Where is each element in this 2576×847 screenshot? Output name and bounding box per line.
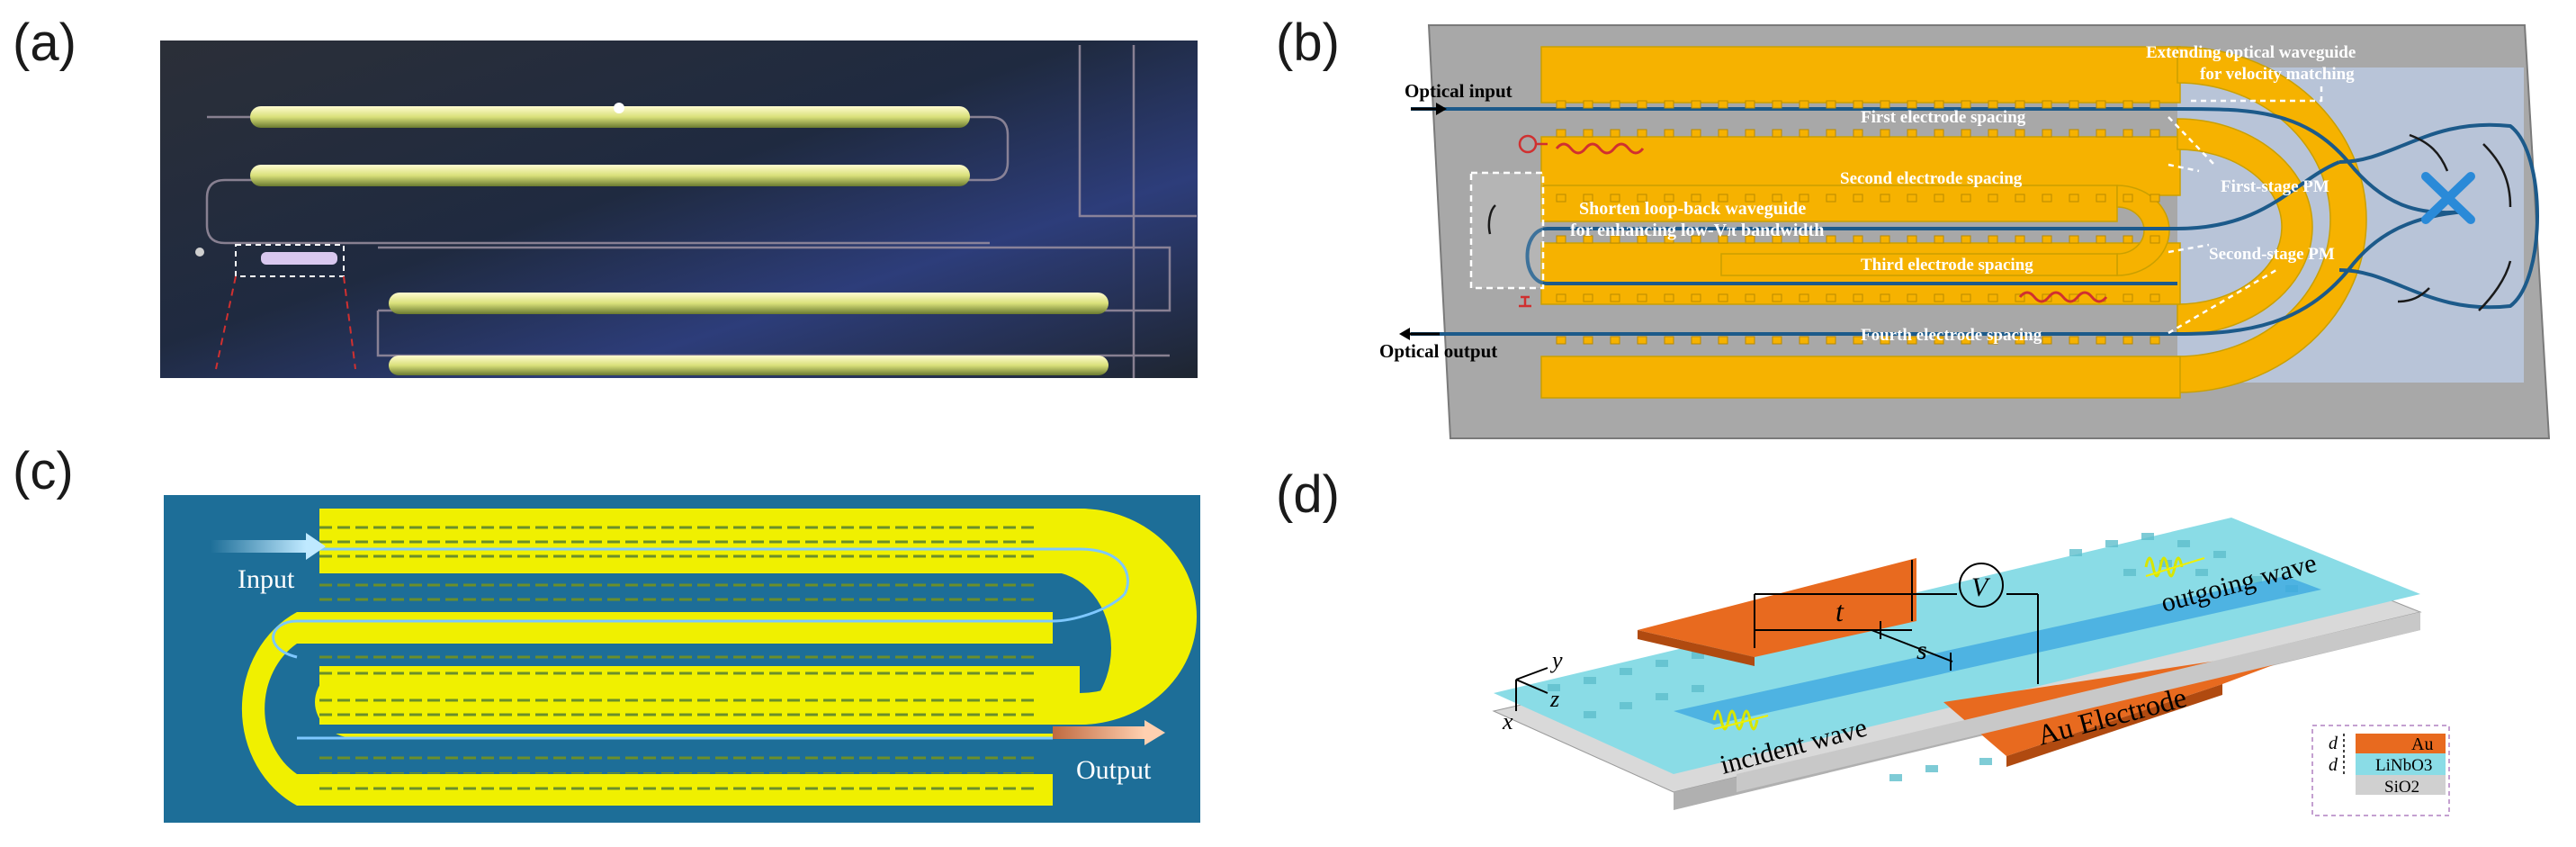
optical-input-label: Optical input — [1405, 80, 1512, 102]
extending-waveguide-label-1: Extending optical waveguide — [2146, 43, 2356, 62]
loopback-box — [1469, 171, 1545, 290]
first-stage-label: First-stage PM — [2221, 177, 2329, 196]
waveguide-rod-3 — [389, 293, 1108, 314]
s-label: s — [1916, 635, 1927, 665]
legend-d2: d — [2329, 755, 2338, 775]
second-spacing-label: Second electrode spacing — [1840, 169, 2023, 188]
material-legend: Au LiNbO3 SiO2 d d — [2311, 725, 2450, 816]
axis-y-label: y — [1549, 647, 1563, 673]
third-spacing-label: Third electrode spacing — [1861, 256, 2033, 275]
axis-z-label: z — [1549, 686, 1559, 712]
t-label: t — [1836, 595, 1844, 627]
panel-b-schematic: Optical input Optical output Extending o… — [1379, 24, 2551, 439]
panel-label-d: (d) — [1276, 465, 1340, 524]
first-spacing-label: First electrode spacing — [1861, 108, 2026, 127]
second-stage-label: Second-stage PM — [2209, 245, 2335, 264]
panel-label-a: (a) — [13, 14, 76, 72]
panel-label-b: (b) — [1276, 14, 1340, 72]
legend-linbo3: LiNbO3 — [2375, 756, 2432, 775]
shorten-loopback-label-2: for enhancing low-Vπ bandwidth — [1570, 221, 1824, 240]
extending-waveguide-label-2: for velocity matching — [2200, 65, 2355, 84]
input-label: Input — [238, 564, 295, 594]
optical-output-label: Optical output — [1379, 340, 1497, 362]
waveguide-rod-2 — [250, 165, 970, 186]
panel-label-c: (c) — [13, 442, 74, 500]
waveguide-rod-1 — [250, 106, 970, 128]
waveguide-rod-4 — [389, 356, 1108, 375]
shorten-loopback-label-1: Shorten loop-back waveguide — [1579, 199, 1806, 219]
panel-c-layout: Input Output — [164, 495, 1200, 823]
panel-a-micrograph — [160, 41, 1198, 378]
legend-sio2: SiO2 — [2384, 778, 2419, 797]
fourth-spacing-label: Fourth electrode spacing — [1861, 326, 2042, 345]
axis-x-label: x — [1502, 708, 1513, 734]
zoom-box — [235, 244, 345, 277]
panel-d-3d: V t s outgoing wave incident wave Au Ele… — [1492, 518, 2450, 816]
output-label: Output — [1076, 755, 1152, 785]
voltage-label: V — [1971, 572, 1991, 602]
legend-d1: d — [2329, 734, 2338, 753]
legend-au: Au — [2411, 734, 2433, 754]
